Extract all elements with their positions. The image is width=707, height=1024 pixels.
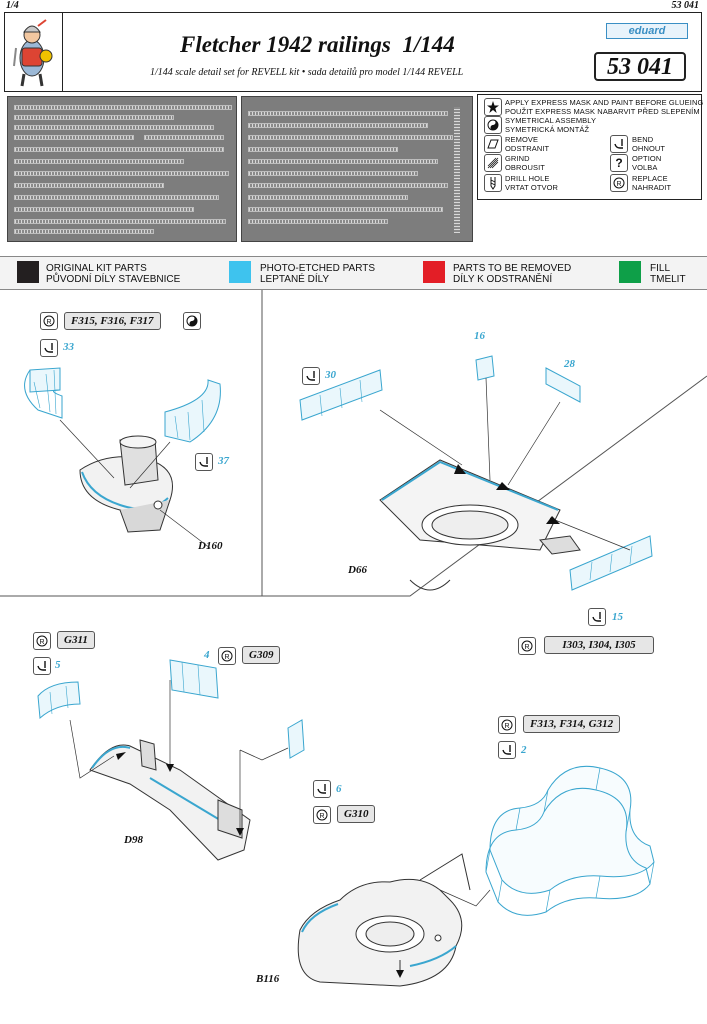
svg-text:R: R	[320, 813, 325, 820]
replace-icon-s3c: R	[313, 806, 331, 824]
swatch-remove-parts	[423, 261, 445, 283]
option-icon: ?	[610, 154, 628, 172]
assembly-drawing-s2	[299, 355, 653, 591]
kit-part-label-s1: D160	[198, 540, 223, 552]
swatch-fill	[619, 261, 641, 283]
swatch-pe-parts	[229, 261, 251, 283]
svg-text:R: R	[505, 723, 510, 730]
set-code-corner: 53 041	[671, 0, 700, 11]
brand-logo: eduard	[606, 23, 688, 39]
bend-number-s1b: 37	[218, 455, 229, 467]
bend-icon-s3b	[313, 780, 331, 798]
replace-icon-s1: R	[40, 312, 58, 330]
knight-mascot-icon	[13, 19, 53, 87]
bend-number-s2a: 30	[325, 369, 336, 381]
photo-etch-fret-2	[241, 96, 473, 242]
page-number: 1/4	[6, 0, 19, 11]
photo-etch-fret-1	[7, 96, 237, 242]
grind-icon	[484, 154, 502, 172]
legend-express-mask: APPLY EXPRESS MASK AND PAINT BEFORE GLUE…	[505, 98, 704, 116]
bend-icon	[610, 135, 628, 153]
set-code-box: 53 041	[594, 52, 686, 81]
remove-icon	[484, 135, 502, 153]
kit-part-label-s3: D98	[124, 834, 143, 846]
symbol-legend-box	[477, 94, 702, 200]
assembly-drawing-s4	[297, 765, 655, 987]
drill-icon	[484, 174, 502, 192]
bend-icon-s1b	[195, 453, 213, 471]
swatch-kit-parts	[17, 261, 39, 283]
replace-label-s4: F313, F314, G312	[523, 715, 621, 733]
bend-number-s3b: 6	[336, 783, 342, 795]
bend-number-s2b: 15	[612, 611, 623, 623]
star-icon	[484, 98, 502, 116]
assembly-drawing-s1	[24, 367, 221, 549]
pe-number-s3: 4	[204, 649, 210, 661]
bend-number-s1a: 33	[63, 341, 74, 353]
svg-text:R: R	[40, 639, 45, 646]
page-title: Fletcher 1942 railings 1/144	[180, 32, 455, 57]
bend-icon-s1a	[40, 339, 58, 357]
replace-label-s3b: G309	[242, 646, 281, 664]
replace-icon-s3b: R	[218, 647, 236, 665]
kit-part-label-s2: D66	[348, 564, 367, 576]
svg-text:R: R	[225, 654, 230, 661]
replace-label-s2: I303, I304, I305	[544, 636, 654, 654]
pe-number-s2a: 16	[474, 330, 485, 342]
kit-part-label-s4: B116	[256, 973, 280, 985]
bend-icon-s3a	[33, 657, 51, 675]
pe-number-s2b: 28	[564, 358, 575, 370]
page-subtitle: 1/144 scale detail set for REVELL kit • …	[150, 67, 464, 78]
bend-number-s4: 2	[521, 744, 527, 756]
svg-text:R: R	[617, 181, 622, 188]
bend-icon-s4	[498, 741, 516, 759]
assembly-drawing-s3	[37, 659, 305, 861]
bend-icon-s2b	[588, 608, 606, 626]
symmetry-icon	[484, 116, 502, 134]
replace-label-s3a: G311	[57, 631, 95, 649]
header-box	[4, 12, 702, 92]
replace-icon-s4: R	[498, 716, 516, 734]
step-dividers	[0, 290, 707, 597]
bend-icon-s2a	[302, 367, 320, 385]
replace-label-s1: F315, F316, F317	[64, 312, 161, 330]
header-divider	[62, 12, 63, 92]
svg-text:R: R	[525, 644, 530, 651]
replace-label-s3c: G310	[337, 805, 376, 823]
bend-number-s3a: 5	[55, 659, 61, 671]
svg-text:R: R	[47, 319, 52, 326]
replace-icon-s3a: R	[33, 632, 51, 650]
symmetry-icon-s1	[183, 312, 201, 330]
replace-icon: R	[610, 174, 628, 192]
replace-icon-s2: R	[518, 637, 536, 655]
color-legend-band	[0, 256, 707, 290]
